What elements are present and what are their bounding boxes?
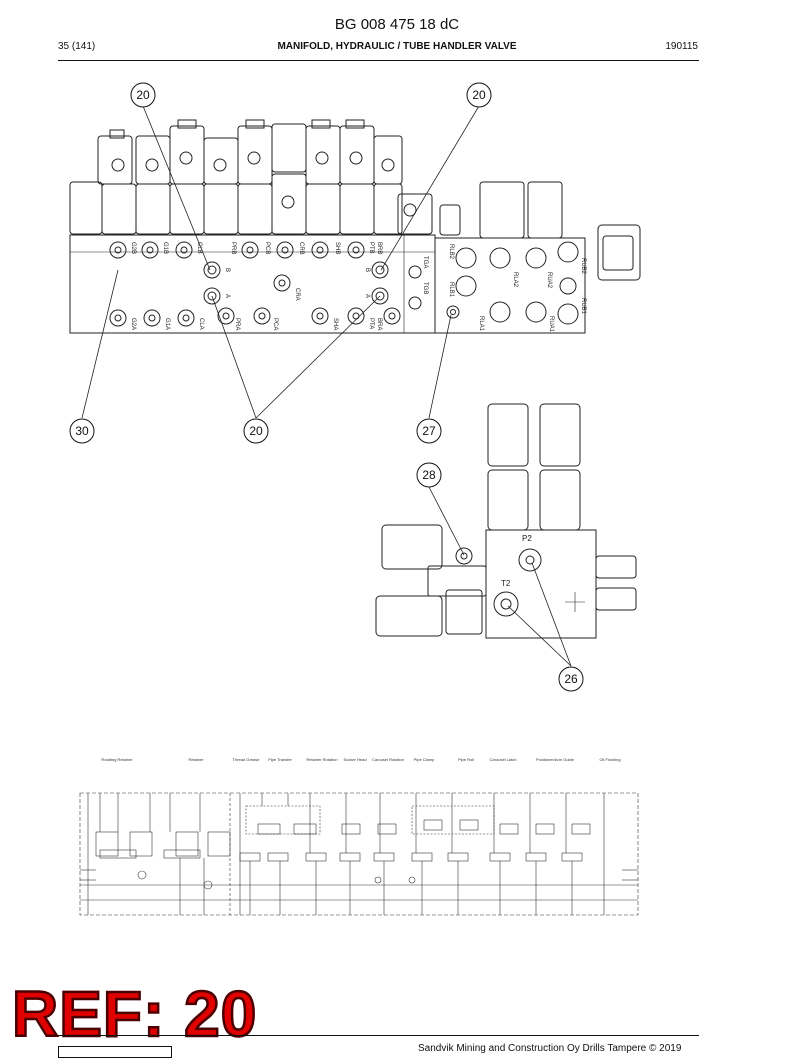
svg-text:27: 27: [422, 424, 436, 438]
port-label: SHA: [332, 318, 338, 330]
document-number: BG 008 475 18 dC: [334, 16, 460, 33]
port-label: RLB1: [448, 282, 454, 298]
port-label: BRA: [376, 318, 382, 330]
sub-valve-assembly: [375, 403, 637, 639]
port-label: G1B: [162, 242, 168, 254]
port-label: G1A: [164, 318, 170, 330]
port-label: CLB: [196, 242, 202, 254]
port-label: TGB: [422, 282, 428, 294]
svg-text:26: 26: [564, 672, 578, 686]
section-title: Pipe Roll: [458, 757, 474, 762]
port-label: G2A: [130, 318, 136, 330]
page-title: MANIFOLD, HYDRAULIC / TUBE HANDLER VALVE: [277, 41, 517, 52]
port-label: RUA1: [548, 316, 554, 333]
footer-copyright: Sandvik Mining and Construction Oy Drill…: [418, 1043, 682, 1054]
section-title: Oil Flushing: [599, 757, 620, 762]
ref-stamp: REF: 20: [11, 978, 258, 1050]
callout-bubble: 20: [130, 82, 156, 108]
callout-bubble: 20: [243, 418, 269, 444]
port-label: RUB1: [580, 298, 586, 315]
port-label: CRB: [298, 242, 304, 255]
callout-bubble: 28: [416, 462, 442, 488]
port-label: A: [224, 294, 230, 298]
header-divider: [58, 60, 699, 61]
port-label: CRA: [294, 288, 300, 301]
svg-text:20: 20: [136, 88, 150, 102]
section-title: Positioner/Arm Guide: [536, 757, 575, 762]
port-label: G2B: [130, 242, 136, 254]
svg-text:28: 28: [422, 468, 436, 482]
section-title: Retainer Rotation: [306, 757, 337, 762]
company-logo: [58, 1046, 172, 1058]
section-title: Retainer: [188, 757, 204, 762]
callout-leaders: [81, 105, 572, 667]
port-label-t2: T2: [501, 579, 511, 588]
section-title: Pipe Transfer: [268, 757, 292, 762]
callout-bubble: 26: [558, 666, 584, 692]
port-label: RLA1: [478, 316, 484, 332]
port-label: RLB2: [448, 244, 454, 260]
port-label: B: [224, 268, 230, 272]
port-label: PRB: [230, 242, 236, 254]
port-label: RLA2: [512, 272, 518, 288]
footer-divider: [58, 1035, 699, 1036]
port-label: CLA: [198, 318, 204, 330]
port-label: RUB2: [580, 258, 586, 275]
port-label: RUA2: [546, 272, 552, 289]
port-label-p2: P2: [522, 534, 532, 543]
callout-bubble: 27: [416, 418, 442, 444]
port-label: PCB: [264, 242, 270, 254]
solenoid-row: [69, 119, 433, 235]
page-number: 35 (141): [58, 41, 96, 52]
callout-bubble: 20: [466, 82, 492, 108]
port-label: PTB: [368, 242, 374, 254]
section-title: Sucker Head: [343, 757, 366, 762]
section-title: Thread Grease: [233, 757, 261, 762]
port-label: SHB: [334, 242, 340, 254]
section-title: Carousel Rotation: [372, 757, 404, 762]
date-code: 190115: [665, 41, 698, 52]
port-label: PRA: [234, 318, 240, 330]
port-label: PTA: [368, 318, 374, 329]
port-label: TGA: [422, 256, 428, 268]
svg-text:30: 30: [75, 424, 89, 438]
svg-text:20: 20: [472, 88, 486, 102]
section-title: Carousel Latch: [490, 757, 517, 762]
port-label: PCA: [272, 318, 278, 330]
callout-bubble: 30: [69, 418, 95, 444]
hydraulic-schematic: Rotating Retainer Retainer Thread Grease…: [79, 757, 639, 916]
section-title: Rotating Retainer: [101, 757, 133, 762]
port-label: A: [364, 294, 370, 298]
section-title: Pipe Clamp: [414, 757, 435, 762]
port-label: BRB: [376, 242, 382, 254]
svg-text:20: 20: [249, 424, 263, 438]
port-label: B: [364, 268, 370, 272]
